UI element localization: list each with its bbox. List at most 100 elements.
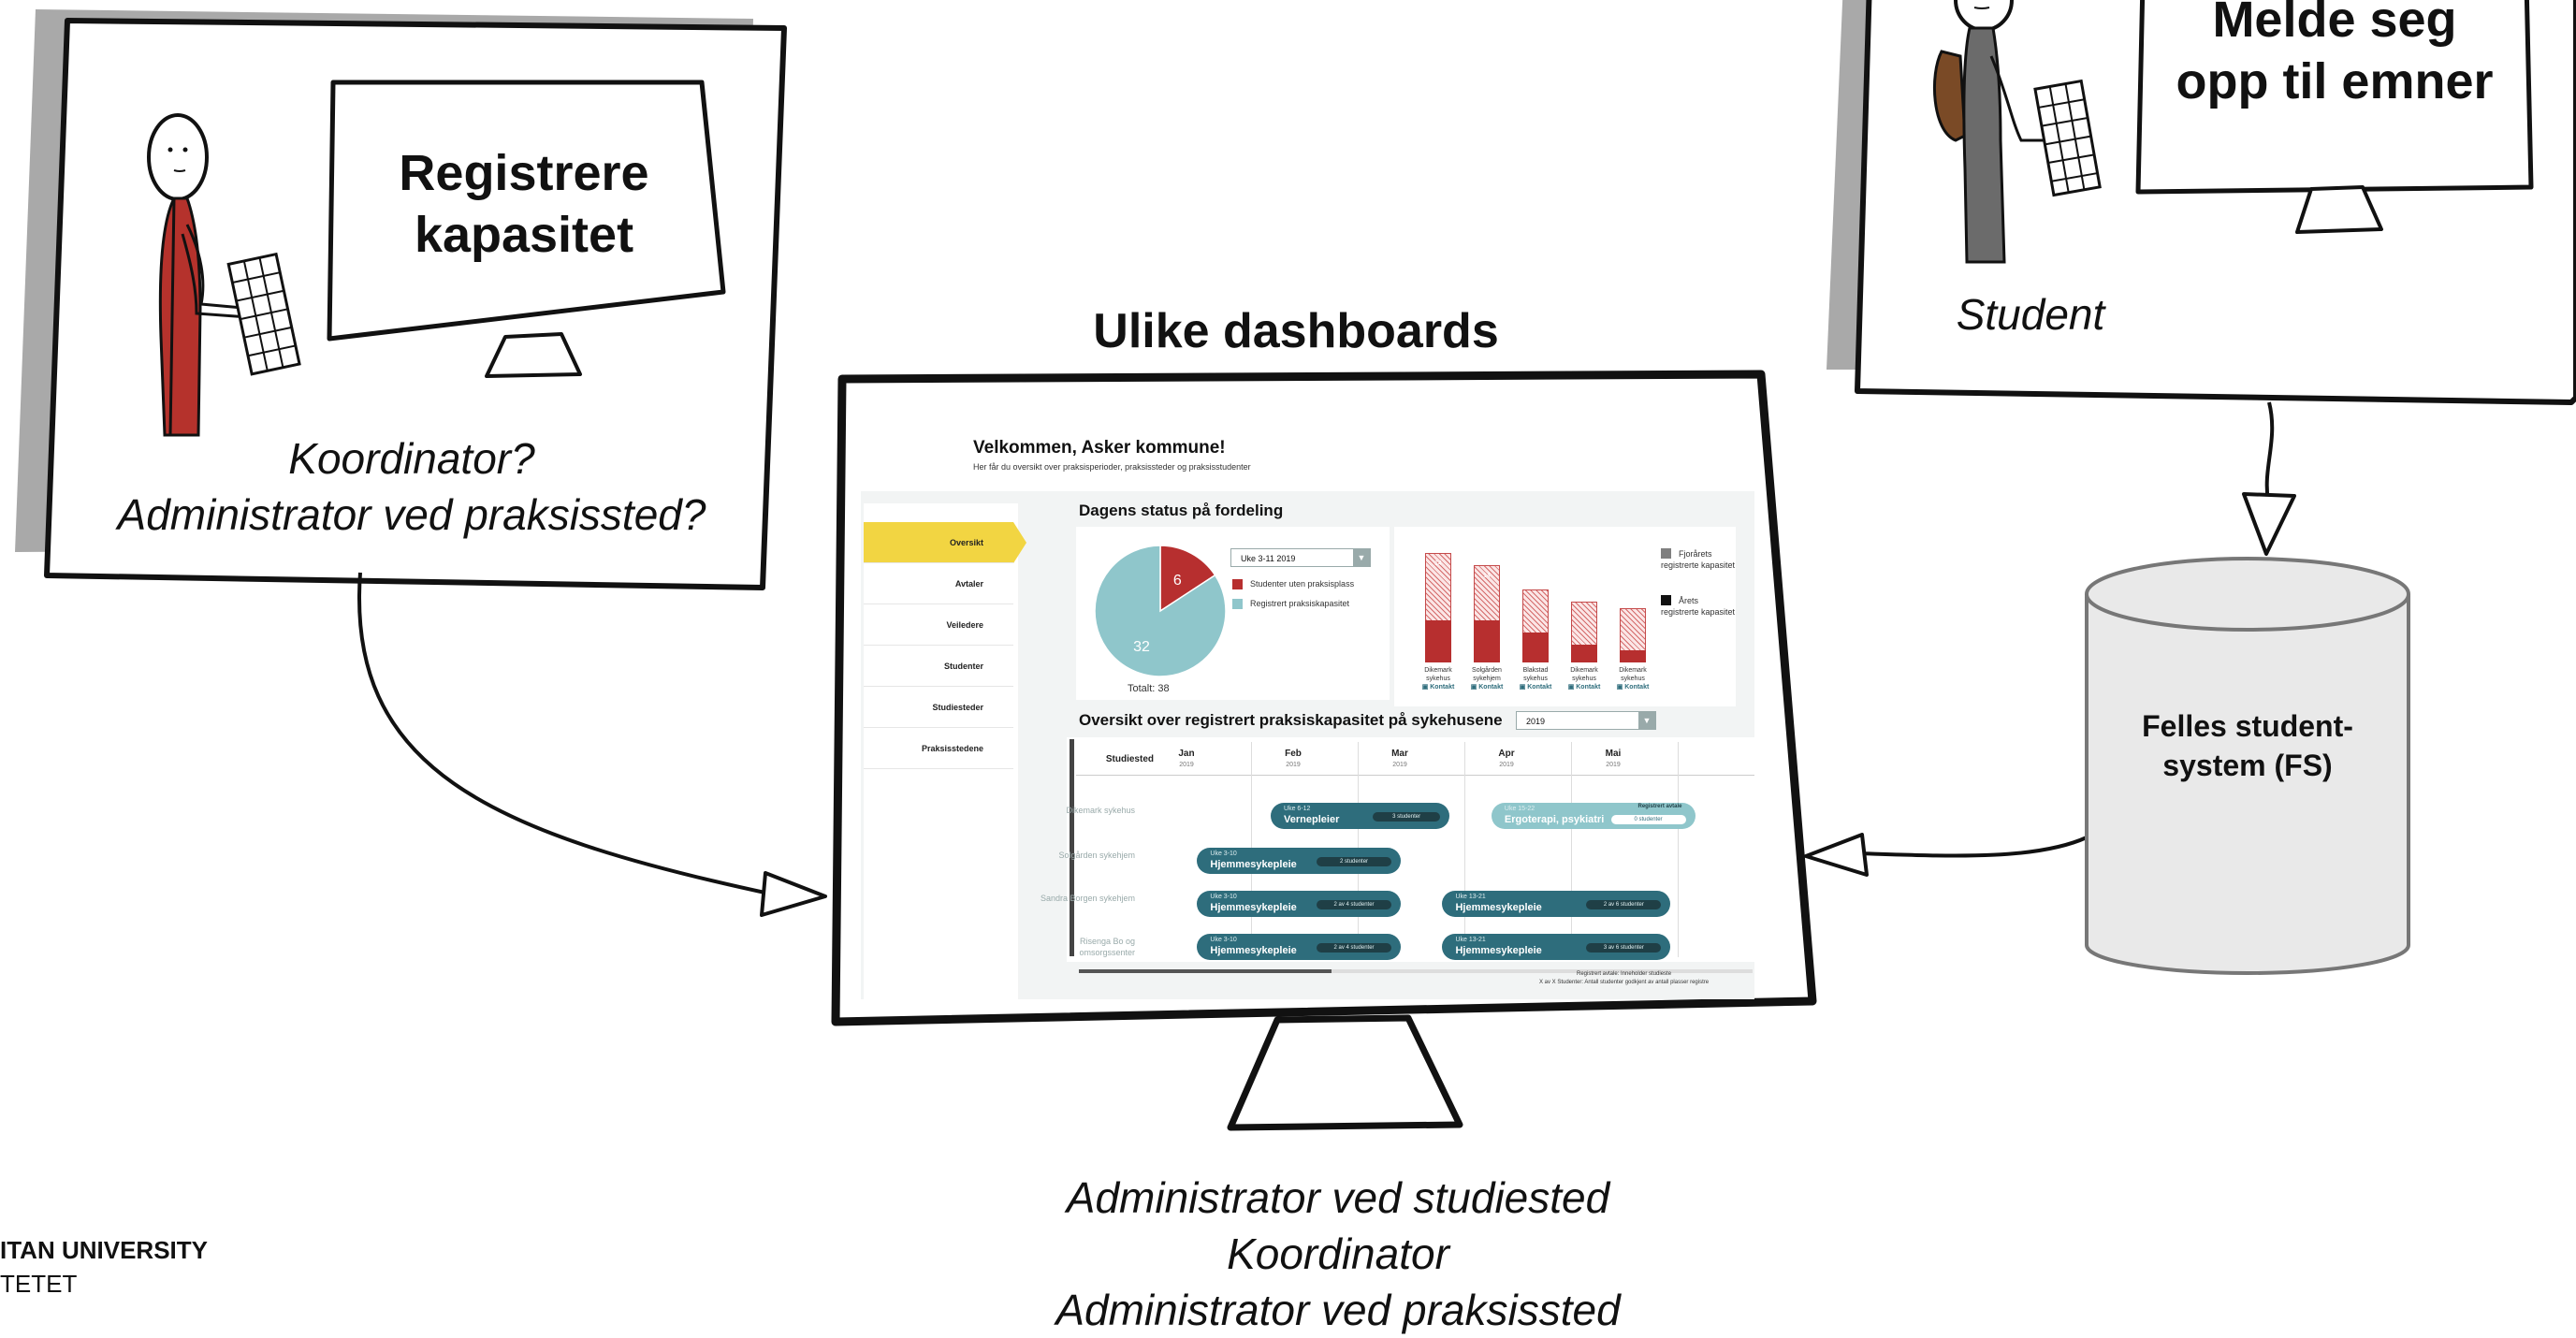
nav-item-studiesteder[interactable]: Studiesteder (864, 687, 1013, 728)
gantt-row-label: Solgården sykehjem (1058, 851, 1135, 860)
bar-value-label: 14 (1434, 560, 1442, 567)
gantt-scrollbar-thumb[interactable] (1079, 969, 1332, 973)
gantt-month-header: Apr 2019 (1474, 749, 1539, 771)
fs-database-label: Felles student- system (FS) (2088, 706, 2407, 785)
gantt-bar-name: Hjemmesykepleie (1455, 902, 1542, 913)
bar-category-line: Dikemark (1570, 667, 1598, 674)
bar-legend-this-year: Årets registrerte kapasitet (1661, 595, 1736, 618)
left-caption-line2: Administrator ved praksissted? (117, 490, 706, 539)
gantt-scrollbar-track[interactable] (1079, 969, 1753, 973)
gantt-month-year: 2019 (1392, 762, 1407, 768)
pie-slice (1094, 545, 1227, 677)
gantt-bar-name: Hjemmesykepleie (1455, 945, 1542, 956)
left-screen-title-line2: kapasitet (414, 207, 634, 263)
gantt-month-name: Jan (1178, 749, 1195, 759)
year-select[interactable]: 2019 ▼ (1516, 711, 1656, 730)
dashboard-screen: Velkommen, Asker kommune! Her får du ove… (847, 391, 1754, 999)
bar-this-year (1425, 619, 1451, 662)
gantt-month-name: Apr (1498, 749, 1515, 759)
legend-swatch-red (1232, 579, 1243, 590)
center-caption-line1: Administrator ved studiested (1066, 1173, 1610, 1222)
coordinator-figure (147, 113, 301, 437)
nav-active-pointer (1013, 522, 1026, 563)
gantt-month-year: 2019 (1606, 762, 1621, 768)
right-screen-title: Melde seg opp til emner (2152, 0, 2517, 112)
footer-line1: ITAN UNIVERSITY (0, 1236, 208, 1264)
bar-contact-link[interactable]: ▣ Kontakt (1616, 684, 1650, 691)
dashboard-welcome-title: Velkommen, Asker kommune! (973, 438, 1226, 458)
bar-category-line: Blakstad (1522, 667, 1549, 674)
gantt-bar-week: Uke 3-10 (1210, 894, 1237, 900)
gantt-footnote-1: Registrert avtale: Inneholder studieste (1577, 971, 1672, 977)
student-caption: Student (1956, 290, 2105, 339)
gantt-bar-week: Uke 3-10 (1210, 937, 1237, 943)
bar-contact-link[interactable]: ▣ Kontakt (1519, 684, 1552, 691)
nav-item-veiledere[interactable]: Veiledere (864, 604, 1013, 646)
left-caption: Koordinator? Administrator ved praksisst… (56, 430, 767, 543)
gantt-bar-badge: Registrert avtale (1637, 804, 1682, 809)
bar-category-line: Dikemark (1424, 667, 1452, 674)
gantt-bar-count: 3 studenter (1372, 812, 1441, 822)
center-title: Ulike dashboards (1093, 304, 1499, 358)
center-caption: Administrator ved studiested Koordinator… (936, 1170, 1740, 1338)
legend-swatch-black (1661, 595, 1671, 605)
gantt-bar-count: 2 av 4 studenter (1317, 900, 1392, 909)
gantt-row-label: Sandra Borgen sykehjem (1040, 894, 1135, 903)
nav-item-praksisstedene[interactable]: Praksisstedene (864, 728, 1013, 769)
pie-legend-teal: Registrert praksiskapasitet (1232, 599, 1349, 610)
nav-item-studenter[interactable]: Studenter (864, 646, 1013, 687)
pie-value-label: 6 (1173, 573, 1182, 589)
gantt-bar-name: Hjemmesykepleie (1210, 859, 1297, 870)
legend-swatch-teal (1232, 599, 1243, 610)
bar-category-line: sykehus (1523, 676, 1548, 682)
pie-value-label: 32 (1133, 639, 1150, 655)
left-caption-line1: Koordinator? (288, 434, 535, 483)
bar-value-label: 14 (1483, 573, 1491, 579)
center-monitor (831, 370, 1817, 1131)
bar-contact-link[interactable]: ▣ Kontakt (1421, 684, 1455, 691)
student-figure (1932, 0, 2102, 264)
bar-category-line: sykehus (1426, 676, 1450, 682)
chevron-down-icon: ▼ (1638, 712, 1655, 729)
fs-database-cylinder (2085, 557, 2410, 975)
dashboard-sidebar: Oversikt Avtaler Veiledere Studenter Stu… (864, 503, 1026, 999)
bar-category-line: sykehjem (1473, 676, 1501, 682)
bar-contact-link[interactable]: ▣ Kontakt (1567, 684, 1601, 691)
gantt-footnote-2: X av X Studenter: Antall studenter godkj… (1539, 980, 1710, 985)
gantt-bar-name: Hjemmesykepleie (1210, 945, 1297, 956)
center-caption-line2: Koordinator (1227, 1229, 1449, 1278)
legend-this-year-label: Årets registrerte kapasitet (1661, 596, 1736, 617)
gantt-month-name: Feb (1285, 749, 1302, 759)
bar-contact-link[interactable]: ▣ Kontakt (1470, 684, 1504, 691)
nav-item-oversikt[interactable]: Oversikt (864, 522, 1013, 563)
week-select[interactable]: Uke 3-11 2019 ▼ (1230, 548, 1371, 567)
fs-label-line2: system (FS) (2162, 749, 2333, 782)
dashboard-welcome-subtitle: Her får du oversikt over praksisperioder… (973, 462, 1251, 472)
university-footer: ITAN UNIVERSITY TETET (0, 1233, 208, 1301)
gantt-row-label: Dikemark sykehus (1066, 806, 1135, 815)
year-select-value: 2019 (1526, 717, 1546, 726)
nav-item-avtaler[interactable]: Avtaler (864, 563, 1013, 604)
gantt-bar-week: Uke 6-12 (1284, 806, 1311, 812)
right-screen-title-line1: Melde seg (2212, 0, 2457, 48)
gantt-bar-name: Ergoterapi, psykiatri (1504, 814, 1605, 825)
bar-category-label: Dikemark sykehus ▣ Kontakt (1415, 666, 1462, 691)
pie-legend-red: Studenter uten praksisplass (1232, 579, 1354, 590)
pie-chart: 6 32 (1094, 545, 1227, 677)
footer-line2: TETET (0, 1270, 78, 1298)
gantt-month-year: 2019 (1499, 762, 1514, 768)
gantt-month-gridline (1571, 742, 1572, 957)
gantt-bar-count: 2 av 6 studenter (1586, 900, 1662, 909)
